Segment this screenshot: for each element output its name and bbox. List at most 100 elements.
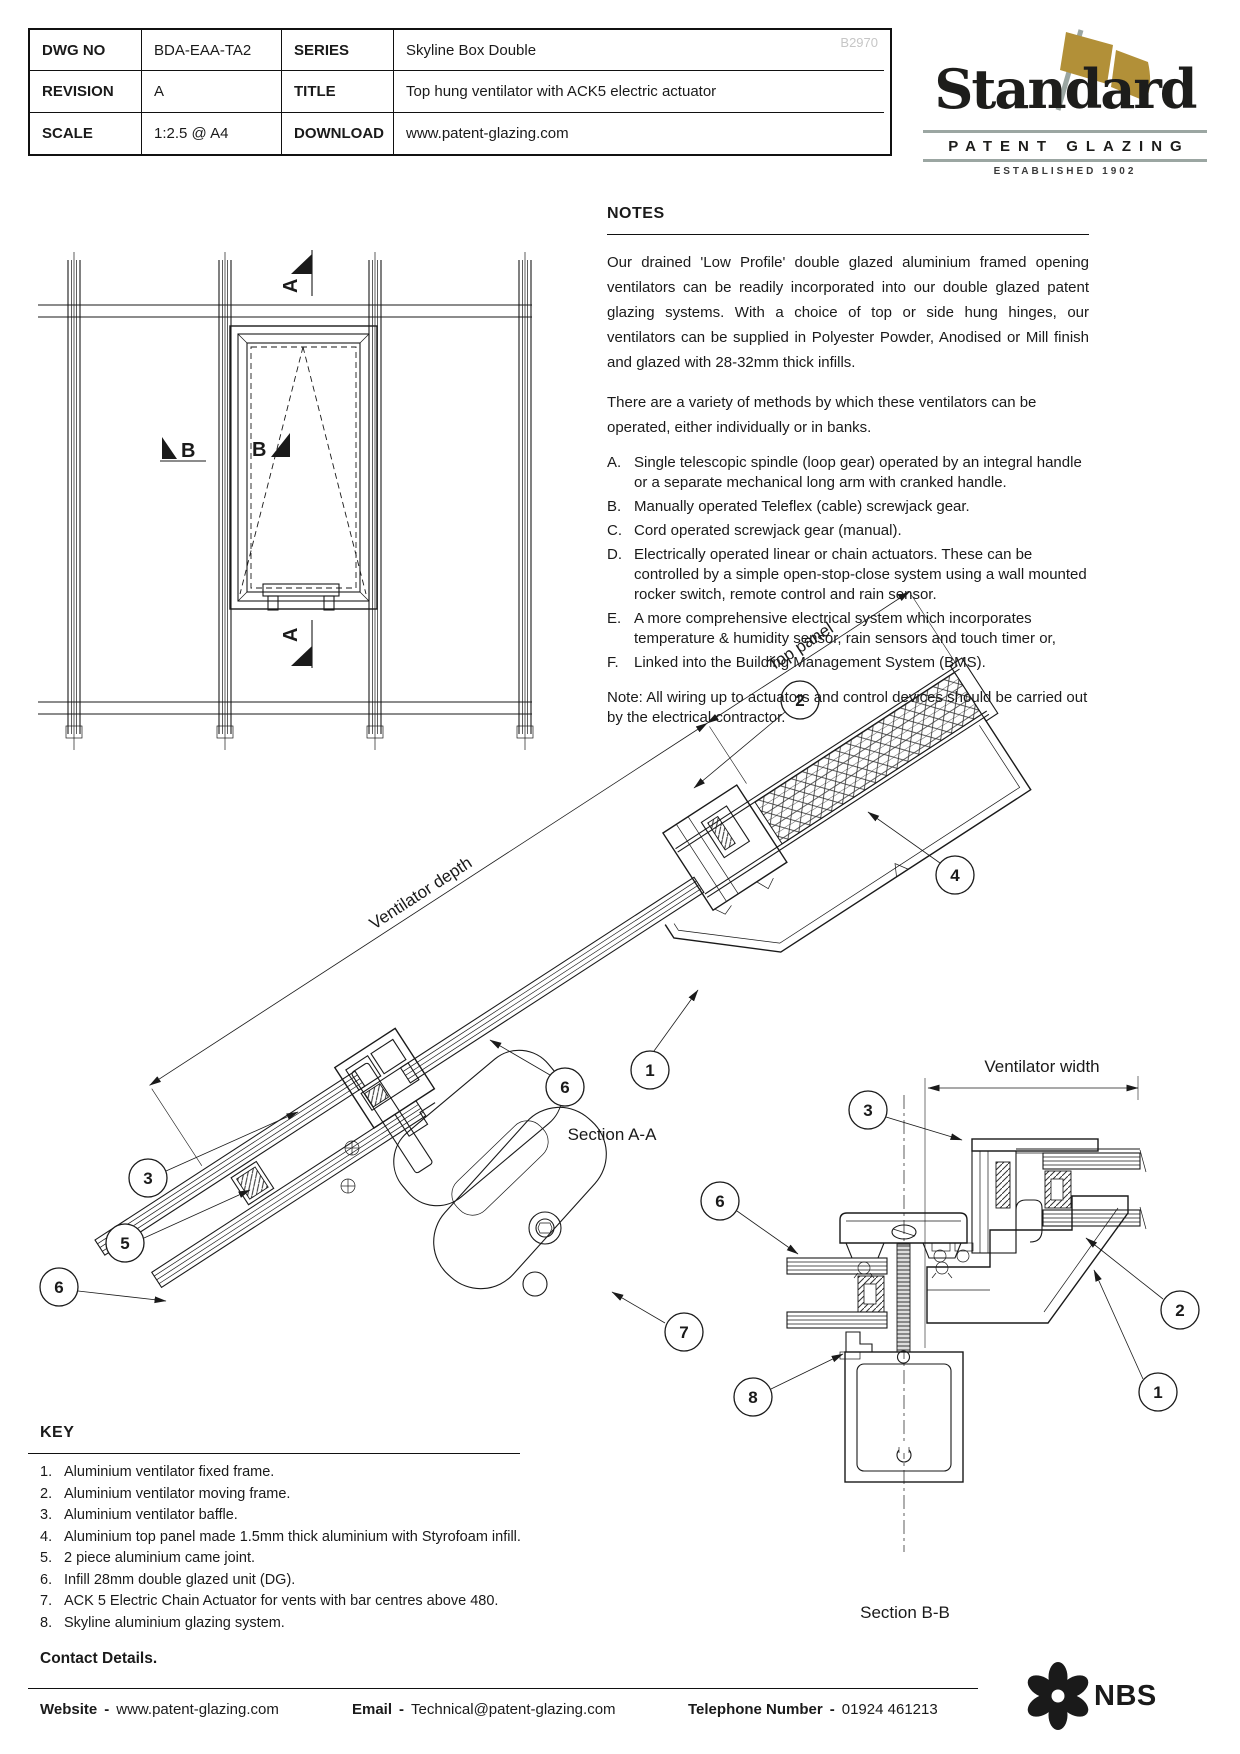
- contact-rule: [28, 1688, 978, 1689]
- key-item: 2.Aluminium ventilator moving frame.: [40, 1485, 291, 1502]
- section-bb-drawing: Ventilator width: [700, 1057, 1200, 1622]
- scale-label: SCALE: [30, 112, 142, 154]
- top-panel: [675, 657, 999, 898]
- glazing-bar-cap: [839, 1212, 968, 1279]
- marker-b-mid-label: B: [252, 439, 266, 461]
- vent-glass: [399, 876, 705, 1084]
- scale-value: 1:2.5 @ A4: [142, 112, 282, 154]
- svg-text:3: 3: [143, 1169, 152, 1188]
- left-glass: [786, 1257, 888, 1360]
- marker-b-left-label: B: [181, 440, 195, 462]
- contact-heading: Contact Details.: [40, 1650, 158, 1667]
- company-logo: Standard PATENT GLAZING ESTABLISHED 1902: [915, 24, 1215, 177]
- method-item: C.Cord operated screwjack gear (manual).: [607, 522, 902, 539]
- svg-text:1: 1: [1153, 1383, 1162, 1402]
- bb-fixed-frame: [971, 1138, 1140, 1254]
- plan-view: A A B B: [38, 250, 534, 750]
- method-item: F.Linked into the Building Management Sy…: [607, 654, 986, 671]
- phone-label: Telephone Number: [688, 1701, 823, 1718]
- glazing-bars: [65, 252, 534, 750]
- svg-text:6: 6: [560, 1078, 569, 1097]
- notes-rule: [607, 234, 1089, 235]
- plan-ventilator: [229, 325, 378, 611]
- notes-footnote: Note: All wiring up to actuators and con…: [607, 689, 1088, 726]
- method-item: B.Manually operated Teleflex (cable) scr…: [607, 498, 970, 515]
- callout-8: 8: [733, 1353, 844, 1417]
- svg-text:2: 2: [1175, 1301, 1184, 1320]
- svg-text:6: 6: [54, 1278, 63, 1297]
- section-marker-a-bottom: A: [280, 620, 313, 668]
- section-bb-label: Section B-B: [860, 1603, 950, 1622]
- came-joint: [230, 1160, 275, 1206]
- callout-6-upper: 6: [489, 1039, 585, 1107]
- logo-tagline: PATENT GLAZING: [923, 130, 1207, 162]
- svg-text:8: 8: [748, 1388, 757, 1407]
- nbs-logo-text: NBS: [1094, 1680, 1157, 1712]
- callout-7: 7: [611, 1291, 704, 1352]
- nbs-logo-icon: [1027, 1662, 1089, 1730]
- bb-moving-frame: [926, 1195, 1129, 1324]
- section-aa-drawing: Ventilator depth Top panel Section A-A 2: [39, 591, 1032, 1352]
- callout-4: 4: [867, 811, 975, 895]
- section-aa-label: Section A-A: [568, 1125, 657, 1144]
- dim-width-label: Ventilator width: [984, 1057, 1099, 1076]
- notes-section: NOTES Our drained 'Low Profile' double g…: [607, 204, 1089, 728]
- callout-5: 5: [105, 1189, 251, 1263]
- marker-a-bottom-label: A: [280, 628, 302, 642]
- section-marker-b-left: B: [160, 437, 206, 462]
- key-heading: KEY: [40, 1424, 75, 1441]
- svg-text:1: 1: [645, 1061, 654, 1080]
- section-marker-a-top: A: [280, 250, 313, 296]
- title-label: TITLE: [282, 71, 394, 113]
- callout-6b: 6: [700, 1181, 799, 1255]
- contact-phone: Telephone Number-01924 461213: [688, 1701, 938, 1718]
- fixed-glass-bands: [94, 1070, 427, 1289]
- website-value: www.patent-glazing.com: [116, 1701, 279, 1718]
- right-glass: [1042, 1149, 1147, 1230]
- svg-text:3: 3: [863, 1101, 872, 1120]
- series-value: Skyline Box Double B2970: [394, 30, 884, 72]
- methods-list: A.Single telescopic spindle (loop gear) …: [607, 453, 1089, 673]
- revision-value: A: [142, 71, 282, 113]
- title-block: DWG NO BDA-EAA-TA2 SERIES Skyline Box Do…: [28, 28, 892, 156]
- phone-value: 01924 461213: [841, 1701, 938, 1718]
- watermark: B2970: [840, 35, 878, 50]
- download-value: www.patent-glazing.com: [406, 124, 569, 142]
- callout-2: 2: [693, 680, 820, 789]
- title-value: Top hung ventilator with ACK5 electric a…: [394, 71, 884, 113]
- section-marker-b-mid: B: [252, 433, 290, 461]
- method-item: E.A more comprehensive electrical system…: [607, 610, 1056, 647]
- download-label: DOWNLOAD: [282, 112, 394, 154]
- key-item: 1.Aluminium ventilator fixed frame.: [40, 1464, 275, 1480]
- marker-a-top-label: A: [280, 279, 302, 293]
- svg-text:4: 4: [950, 866, 960, 885]
- callout-2b: 2: [1085, 1237, 1200, 1330]
- method-item: D.Electrically operated linear or chain …: [607, 546, 1087, 603]
- key-rule: [28, 1453, 520, 1454]
- svg-text:6: 6: [715, 1192, 724, 1211]
- key-item: 5.2 piece aluminium came joint.: [40, 1550, 256, 1566]
- email-value: Technical@patent-glazing.com: [411, 1701, 616, 1718]
- key-item: 3.Aluminium ventilator baffle.: [40, 1507, 238, 1523]
- website-label: Website: [40, 1701, 98, 1718]
- key-item: 4.Aluminium top panel made 1.5mm thick a…: [40, 1528, 521, 1545]
- callout-1b: 1: [1093, 1269, 1178, 1412]
- key-item: 7.ACK 5 Electric Chain Actuator for vent…: [40, 1593, 499, 1609]
- series-label: SERIES: [282, 30, 394, 72]
- callout-6-lower: 6: [39, 1267, 167, 1307]
- notes-para-1: Our drained 'Low Profile' double glazed …: [607, 254, 1089, 371]
- logo-established: ESTABLISHED 1902: [993, 166, 1137, 177]
- chain-actuator: [340, 1049, 607, 1297]
- notes-para-2: There are a variety of methods by which …: [607, 394, 1037, 436]
- callout-3: 3: [128, 1111, 299, 1198]
- svg-text:7: 7: [679, 1323, 688, 1342]
- contact-email: Email-Technical@patent-glazing.com: [352, 1701, 616, 1718]
- callout-1: 1: [630, 989, 699, 1090]
- dwg-no-label: DWG NO: [30, 30, 142, 72]
- logo-name: Standard: [934, 57, 1197, 121]
- key-section: KEY 1.Aluminium ventilator fixed frame. …: [28, 1424, 600, 1634]
- key-item: 8.Skyline aluminium glazing system.: [40, 1614, 285, 1631]
- dwg-no-value: BDA-EAA-TA2: [142, 30, 282, 72]
- email-label: Email: [352, 1701, 393, 1718]
